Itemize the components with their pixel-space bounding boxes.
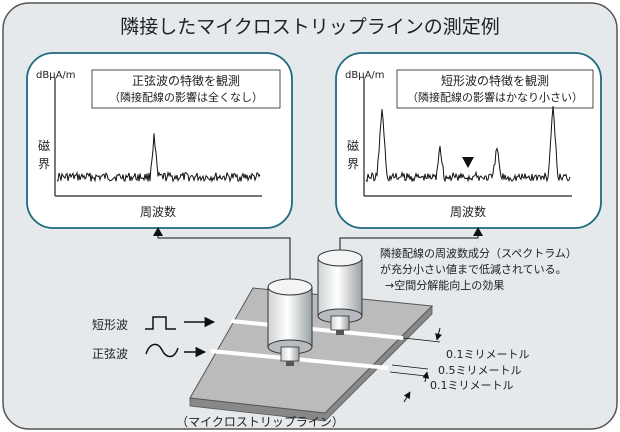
dim-arrow-2 (422, 371, 430, 383)
left-connector-arrowhead (153, 227, 163, 236)
dim-label-3: 0.1ミリメートル (430, 379, 514, 392)
note-line-2: が充分小さい値まで低減されている。 (380, 262, 567, 276)
board-top (189, 287, 434, 414)
right-unit-label: dBμA/m (345, 70, 385, 81)
left-caption-line1: 正弦波の特徴を観測 (132, 73, 240, 88)
rect-wave-symbol (145, 316, 176, 330)
rect-wave-label: 短形波 (92, 318, 128, 332)
sine-wave-label: 正弦波 (92, 346, 128, 361)
dim-extension-2 (391, 364, 429, 370)
rect-wave-trace (230, 319, 404, 340)
diagram-title: 隣接したマイクロストリップラインの測定例 (120, 16, 500, 38)
right-y-label-1: 磁 (347, 138, 359, 153)
probe-right (317, 249, 363, 335)
right-spectrum-trace (365, 106, 571, 183)
suppressed-peak-marker (462, 157, 474, 168)
right-caption-box (396, 69, 594, 109)
right-y-label-2: 界 (347, 157, 359, 171)
left-y-label-1: 磁 (38, 138, 50, 153)
dim-arrow-3 (403, 391, 411, 403)
left-caption-line2: （隣接配線の影響は全くなし） (109, 90, 263, 104)
sine-wave-trace (210, 349, 389, 370)
right-connector-arrowhead (473, 227, 483, 236)
right-caption-line2: （隣接配線の影響はかなり小さい） (407, 90, 583, 104)
dim-label-1: 0.1ミリメートル (446, 348, 530, 361)
left-caption-box (91, 69, 281, 109)
left-y-label-2: 界 (38, 157, 50, 171)
right-caption-line1: 短形波の特徴を観測 (441, 73, 549, 88)
left-unit-label: dBμA/m (36, 70, 76, 81)
right-x-label: 周波数 (450, 204, 486, 219)
dim-arrow-1 (435, 327, 442, 341)
dim-label-2: 0.5ミリメートル (438, 364, 522, 377)
probe-left (267, 278, 313, 366)
note-line-3: →空間分解能向上の効果 (385, 278, 504, 292)
left-spectrum-trace (56, 133, 261, 183)
dim-extension-3 (389, 371, 427, 377)
left-x-label: 周波数 (140, 204, 176, 219)
board-caption: （マイクロストリップライン） (176, 415, 344, 429)
sine-wave-symbol (145, 343, 179, 358)
note-line-1: 隣接配線の周波数成分（スペクトラム） (380, 246, 577, 260)
dim-extension-1 (403, 337, 441, 343)
